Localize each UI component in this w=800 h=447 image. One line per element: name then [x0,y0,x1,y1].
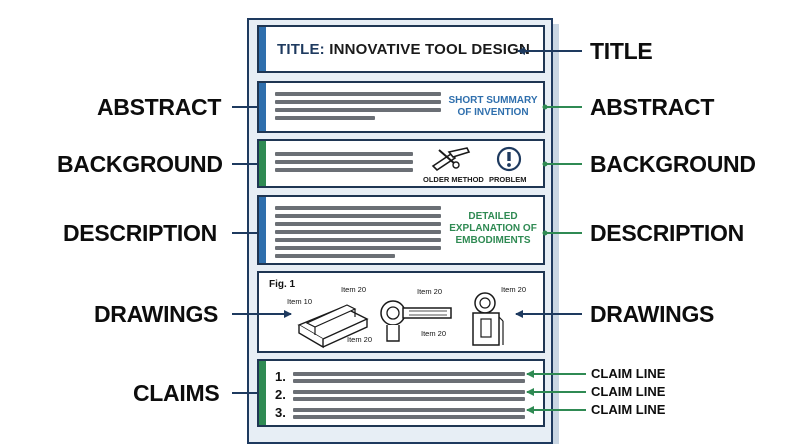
right-claim-line-3: CLAIM LINE [591,402,665,417]
background-right-dot [543,162,548,167]
left-label-claims: CLAIMS [133,380,219,407]
left-label-abstract: ABSTRACT [97,94,221,121]
right-claim-line-1: CLAIM LINE [591,366,665,381]
description-right-dot [543,231,548,236]
right-claim-line-2: CLAIM LINE [591,384,665,399]
left-label-drawings: DRAWINGS [94,301,218,328]
right-label-abstract: ABSTRACT [590,94,714,121]
right-label-background: BACKGROUND [590,151,756,178]
left-label-description: DESCRIPTION [63,220,217,247]
right-label-drawings: DRAWINGS [590,301,714,328]
abstract-right-dot [543,105,548,110]
right-label-description: DESCRIPTION [590,220,744,247]
left-label-background: BACKGROUND [57,151,223,178]
right-label-title: TITLE [590,38,652,65]
